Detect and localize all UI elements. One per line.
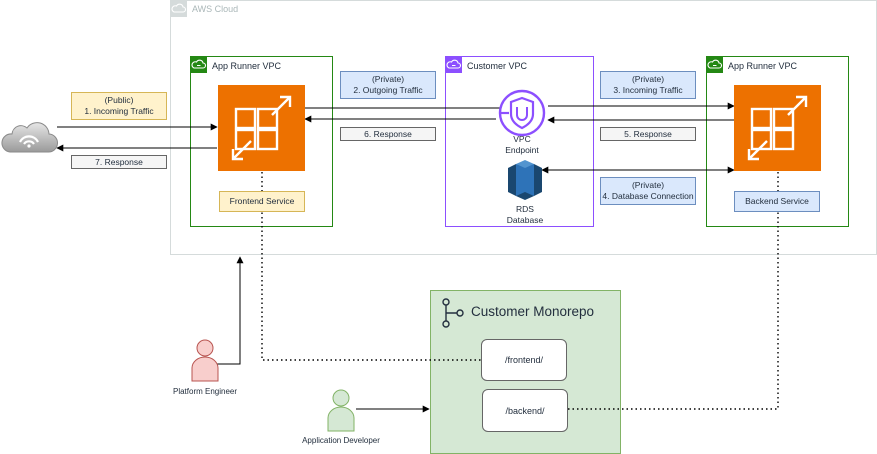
- vpc-cloud-icon: [706, 56, 723, 73]
- rds-line1: RDS: [516, 204, 534, 214]
- arrow-platform-engineer: [214, 256, 244, 365]
- platform-engineer-label: Platform Engineer: [172, 387, 238, 396]
- monorepo-title: Customer Monorepo: [471, 304, 595, 319]
- application-developer-icon: [326, 388, 356, 432]
- platform-engineer-icon: [190, 338, 220, 382]
- aws-cloud-label: AWS Cloud: [192, 4, 239, 14]
- flow-response-7: 7. Response: [71, 155, 167, 169]
- flow-database-connection: (Private) 4. Database Connection: [600, 177, 696, 205]
- rds-database-caption: RDS Database: [496, 204, 554, 226]
- flow-response-5: 5. Response: [600, 127, 696, 141]
- aws-cloud-icon: [170, 0, 187, 17]
- git-branch-icon: [438, 297, 468, 329]
- vpc-endpoint-icon[interactable]: [496, 87, 548, 139]
- vpc-endpoint-caption: VPC Endpoint: [494, 134, 550, 156]
- vpc-endpoint-line1: VPC: [513, 134, 531, 144]
- flow-response-6: 6. Response: [340, 127, 436, 141]
- application-developer-label: Application Developer: [302, 436, 380, 445]
- internet-cloud-icon: [0, 112, 58, 156]
- rds-line2: Database: [506, 215, 544, 225]
- flow-incoming-private: (Private) 3. Incoming Traffic: [600, 71, 696, 99]
- vpc-endpoint-line2: Endpoint: [505, 145, 539, 155]
- flow-outgoing-private: (Private) 2. Outgoing Traffic: [340, 71, 436, 99]
- frontend-vpc-label: App Runner VPC: [212, 61, 282, 71]
- rds-database-icon[interactable]: [508, 160, 542, 200]
- backend-vpc-label: App Runner VPC: [728, 61, 798, 71]
- backend-folder[interactable]: /backend/: [482, 389, 568, 432]
- customer-vpc-cloud-icon: [445, 56, 462, 73]
- frontend-folder[interactable]: /frontend/: [481, 339, 567, 381]
- vpc-cloud-icon: [190, 56, 207, 73]
- app-runner-backend-icon[interactable]: [734, 85, 821, 171]
- backend-service-label: Backend Service: [734, 191, 820, 212]
- customer-vpc-group: [445, 56, 594, 227]
- frontend-service-label: Frontend Service: [219, 191, 305, 212]
- link-frontend-code: [261, 172, 481, 361]
- customer-vpc-label: Customer VPC: [467, 61, 528, 71]
- flow-incoming-public: (Public) 1. Incoming Traffic: [71, 92, 167, 120]
- app-runner-frontend-icon[interactable]: [218, 85, 305, 171]
